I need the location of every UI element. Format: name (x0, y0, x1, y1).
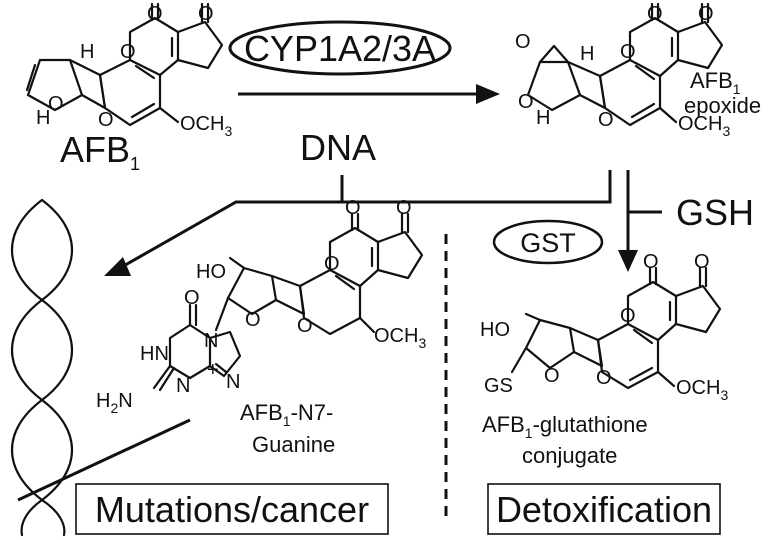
dna-binding-path (119, 170, 612, 270)
conjugate-label-line1: AFB1-glutathione (482, 412, 648, 441)
gst-enzyme-oval (492, 219, 604, 265)
epoxide-och3: OCH3 (678, 113, 730, 139)
guanine-o: O (184, 287, 200, 309)
cyp-enzyme-oval (228, 20, 452, 76)
afb1-och3: OCH3 (180, 113, 232, 139)
outcome-mutations-label: Mutations/cancer (95, 489, 369, 530)
dna-helix (10, 198, 74, 537)
adduct-ho: HO (196, 261, 226, 283)
epoxide-o-carbonyl2: O (698, 3, 714, 25)
adduct-o-carbonyl2: O (396, 197, 412, 219)
conjugate-och3: OCH3 (676, 377, 728, 403)
epoxide-label-line1: AFB1 (690, 68, 741, 97)
adduct-o-furan2: O (297, 315, 313, 337)
adduct-o-carbonyl1: O (345, 197, 361, 219)
guanine-plus: + (207, 359, 219, 381)
guanine-h2n: H2N (96, 390, 133, 416)
afb1-o-lactone: O (120, 41, 136, 63)
dna-binding-arrowhead (104, 257, 131, 276)
gsh-label: GSH (676, 192, 754, 233)
epoxide-o-furan: O (518, 91, 534, 113)
adduct-o-furan: O (245, 309, 261, 331)
conjugate-o-carbonyl2: O (694, 251, 710, 273)
afb1-o-furan: O (48, 93, 64, 115)
conjugate-o-carbonyl1: O (643, 251, 659, 273)
epoxide-o-carbonyl1: O (647, 3, 663, 25)
guanine-n9: N (226, 371, 240, 393)
afb1-o-carbonyl2: O (198, 3, 214, 25)
dna-label: DNA (300, 127, 376, 168)
activation-arrowhead (476, 84, 500, 104)
epoxide-o-ring: O (515, 31, 531, 53)
adduct-link-line (17, 418, 191, 502)
guanine-n3: N (176, 375, 190, 397)
afb1-h-top: H (80, 41, 94, 63)
adduct-structure (152, 212, 424, 392)
epoxide-h-top: H (580, 43, 594, 65)
epoxide-o-lactone: O (620, 41, 636, 63)
adduct-och3: OCH3 (374, 325, 426, 351)
conjugate-o-furan: O (544, 365, 560, 387)
adduct-o-lactone: O (324, 253, 340, 275)
afb1-o-carbonyl1: O (147, 3, 163, 25)
conjugate-o-furan2: O (596, 367, 612, 389)
cyp-enzyme-label: CYP1A2/3A (244, 28, 436, 69)
conjugate-structure (510, 266, 722, 390)
outcome-detox-box (487, 483, 721, 535)
guanine-n7: N (204, 330, 218, 352)
afb1-structure (25, 2, 224, 127)
conjugate-o-lactone: O (620, 305, 636, 327)
outcome-detox-label: Detoxification (496, 489, 712, 530)
epoxide-h-bottom: H (536, 107, 550, 129)
gst-enzyme-label: GST (520, 228, 576, 258)
guanine-hn: HN (140, 343, 169, 365)
adduct-label-line1: AFB1-N7- (240, 400, 333, 429)
afb1-o-furan2: O (98, 109, 114, 131)
epoxide-o-furan2: O (598, 109, 614, 131)
afb1-h-bottom: H (36, 107, 50, 129)
epoxide-label-line2: epoxide (684, 93, 761, 118)
gsh-arrowhead (618, 250, 638, 272)
conjugate-ho: HO (480, 319, 510, 341)
adduct-label-line2: Guanine (252, 432, 335, 457)
conjugate-label-line2: conjugate (522, 443, 617, 468)
conjugate-gs: GS (484, 375, 513, 397)
outcome-mutations-box (75, 483, 389, 535)
afb1-label: AFB1 (60, 129, 140, 174)
epoxide-structure (526, 2, 724, 127)
